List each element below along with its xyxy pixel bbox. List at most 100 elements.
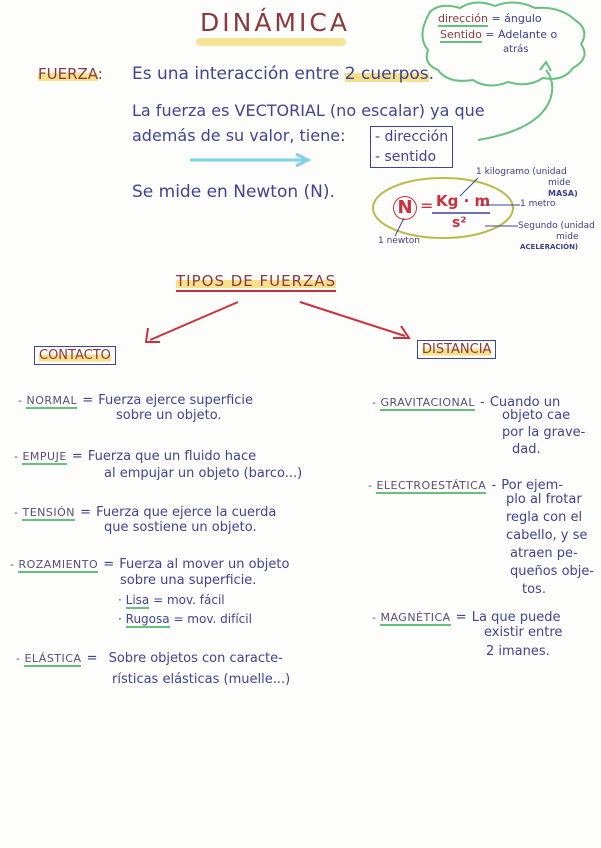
def-line: Fuerza al mover un objeto xyxy=(119,557,290,572)
annotation-s-mide: mide xyxy=(556,232,579,242)
cloud-term-sentido: Sentido xyxy=(440,28,482,43)
term-gravitacional: GRAVITACIONAL xyxy=(380,396,475,411)
fuerza-text: Es una interacción entre xyxy=(132,64,340,84)
contacto-item-rozamiento: - ROZAMIENTO = Fuerza al mover un objeto xyxy=(10,557,290,573)
term-magnetica: MAGNÉTICA xyxy=(380,611,451,626)
cloud-text: = ángulo xyxy=(491,12,542,25)
annotation-kilogramo: 1 kilogramo (unidad xyxy=(476,167,567,177)
term-eq: - xyxy=(480,395,485,410)
distancia-label: DISTANCIA xyxy=(422,342,492,357)
contacto-item-normal: - NORMAL = Fuerza ejerce superficie xyxy=(18,393,254,409)
term-rozamiento: ROZAMIENTO xyxy=(18,558,99,573)
sub-term-lisa: Lisa xyxy=(125,593,150,609)
tipos-heading-text: TIPOS DE FUERZAS xyxy=(176,272,337,292)
def-line: Fuerza que ejerce la cuerda xyxy=(96,505,277,520)
contacto-item-empuje: - EMPUJE = Fuerza que un fluido hace xyxy=(14,449,257,465)
fuerza-label-text: FUERZA xyxy=(38,65,98,83)
fuerza-definition: Es una interacción entre 2 cuerpos. xyxy=(132,64,434,84)
cloud-term-direccion: dirección xyxy=(438,12,488,27)
def-line: Fuerza que un fluido hace xyxy=(87,449,257,464)
term-eq: - xyxy=(491,478,497,493)
formula-equals: = xyxy=(420,196,434,215)
def-line: Fuerza ejerce superficie xyxy=(98,393,254,408)
distancia-item-magnetica: - MAGNÉTICA = La que puede xyxy=(372,610,561,626)
term-eq: = xyxy=(455,610,467,625)
def-elec-6: queños obje- xyxy=(510,564,595,579)
term-electroestatica: ELECTROESTÁTICA xyxy=(376,479,487,494)
cloud-line-2: Sentido = Adelante o xyxy=(440,28,558,43)
annotation-aceleracion: ACELERACIÓN) xyxy=(520,243,579,251)
cloud-shape xyxy=(421,1,586,87)
term-eq: = xyxy=(86,651,98,666)
def-elec-5: atraen pe- xyxy=(510,546,578,561)
annotation-metro: 1 metro xyxy=(520,199,556,209)
def-elec-2: plo al frotar xyxy=(506,492,582,507)
fuerza-colon: : xyxy=(97,65,103,83)
term-eq: = xyxy=(82,393,94,408)
contacto-item-tension: - TENSIÓN = Fuerza que ejerce la cuerda xyxy=(14,505,277,521)
def-mag-3: 2 imanes. xyxy=(486,644,550,659)
def-normal-2: sobre un objeto. xyxy=(116,408,222,423)
term-eq: = xyxy=(80,505,91,520)
formula-N: N xyxy=(393,196,417,220)
fuerza-label: FUERZA: xyxy=(38,65,103,83)
sub-def: = mov. difícil xyxy=(173,612,252,626)
fuerza-highlight: 2 cuerpos xyxy=(344,64,429,84)
def-rozamiento-2: sobre una superficie. xyxy=(120,573,257,588)
term-normal: NORMAL xyxy=(26,394,78,409)
annotation-masa: MASA) xyxy=(548,189,578,198)
cloud-line-3: atrás xyxy=(503,44,529,55)
distancia-box: DISTANCIA xyxy=(417,340,497,359)
contacto-box: CONTACTO xyxy=(34,346,116,365)
tipos-heading: TIPOS DE FUERZAS xyxy=(176,272,337,292)
page-title: DINÁMICA xyxy=(200,8,350,37)
def-mag-2: existir entre xyxy=(484,625,563,640)
box-item-sentido: - sentido xyxy=(375,149,437,165)
arrow-to-distancia xyxy=(299,301,406,337)
distancia-item-electroestatica: - ELECTROESTÁTICA - Por ejem- xyxy=(368,478,564,494)
box-item-direccion: - dirección xyxy=(375,129,449,145)
fuerza-vectorial-line: La fuerza es VECTORIAL (no escalar) ya q… xyxy=(132,101,485,120)
cloud-line-1: dirección = ángulo xyxy=(438,12,542,27)
se-mide-line: Se mide en Newton (N). xyxy=(132,182,335,202)
term-eq: = xyxy=(71,449,83,464)
def-grav-2: objeto cae xyxy=(502,408,571,423)
def-tension-2: que sostiene un objeto. xyxy=(104,520,257,535)
direccion-sentido-box: - dirección - sentido xyxy=(370,126,454,168)
def-line: Cuando un xyxy=(489,395,561,410)
def-grav-3: por la grave- xyxy=(502,425,586,440)
annotation-segundo: Segundo (unidad xyxy=(518,221,595,231)
def-elec-4: cabello, y se xyxy=(506,528,588,543)
def-line: La que puede xyxy=(471,610,561,625)
formula-numerator: Kg · m xyxy=(436,192,491,210)
fuerza-period: . xyxy=(428,64,435,84)
def-line: Por ejem- xyxy=(501,478,564,493)
formula-denominator: s² xyxy=(452,215,467,231)
def-elastica-2: rísticas elásticas (muelle...) xyxy=(112,672,291,687)
def-empuje-2: al empujar un objeto (barco...) xyxy=(104,466,303,481)
rozamiento-sub-rugosa: · Rugosa = mov. difícil xyxy=(118,612,252,628)
rozamiento-sub-lisa: · Lisa = mov. fácil xyxy=(118,593,225,609)
contacto-item-elastica: - ELÁSTICA = Sobre objetos con caracte- xyxy=(16,651,283,667)
def-elec-7: tos. xyxy=(522,582,546,597)
annotation-newton: 1 newton xyxy=(378,236,420,246)
title-highlight xyxy=(196,38,346,46)
term-eq: = xyxy=(103,557,115,572)
formula-ellipse xyxy=(372,177,514,239)
arrow-to-contacto xyxy=(149,301,239,341)
sub-term-rugosa: Rugosa xyxy=(125,612,170,628)
distancia-item-gravitacional: - GRAVITACIONAL - Cuando un xyxy=(372,395,561,411)
annotation-kg-mide: mide xyxy=(548,178,571,188)
term-tension: TENSIÓN xyxy=(22,506,75,521)
def-grav-4: dad. xyxy=(512,442,541,457)
cloud-text: = Adelante o xyxy=(485,28,558,41)
def-line: Sobre objetos con caracte- xyxy=(108,651,283,666)
term-empuje: EMPUJE xyxy=(22,450,67,465)
green-arrow xyxy=(477,69,554,141)
term-elastica: ELÁSTICA xyxy=(24,652,82,667)
fuerza-tiene-line: además de su valor, tiene: xyxy=(132,126,346,145)
contacto-label: CONTACTO xyxy=(39,348,111,363)
sub-def: = mov. fácil xyxy=(153,593,225,607)
def-elec-3: regla con el xyxy=(506,510,583,525)
